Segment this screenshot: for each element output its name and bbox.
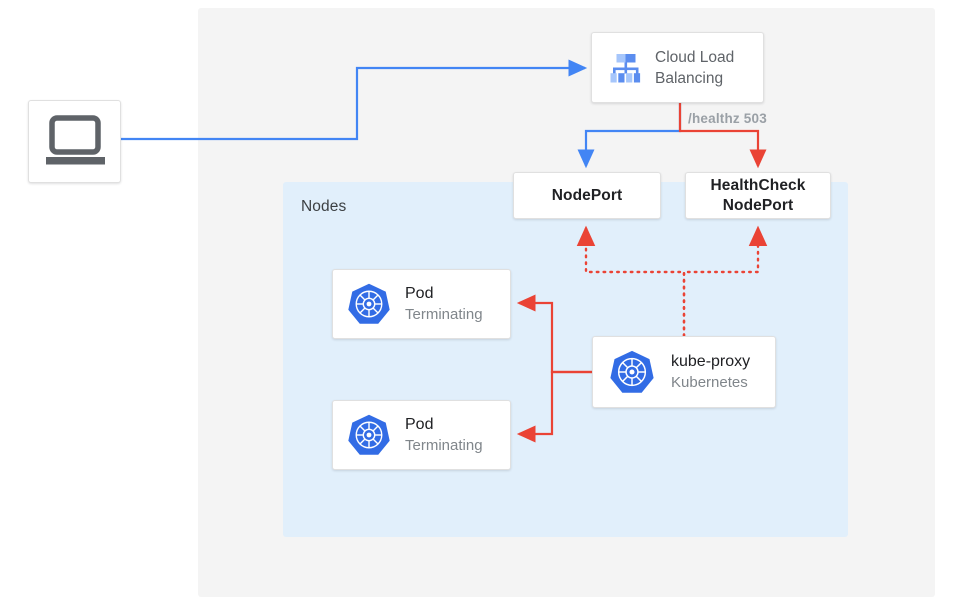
healthcheck-nodeport-node[interactable]: HealthCheck NodePort [685, 172, 831, 219]
healthcheck-nodeport-label: HealthCheck NodePort [711, 176, 806, 216]
healthz-status-label: /healthz 503 [688, 111, 767, 126]
kubernetes-icon [348, 414, 390, 455]
kubernetes-icon [348, 283, 390, 324]
cloud-load-balancing-icon [610, 53, 641, 82]
pod-2-title: Pod [405, 416, 434, 433]
cloud-load-balancing-line-2: Balancing [655, 69, 724, 87]
laptop-icon [46, 115, 105, 165]
kube-proxy-text: kube-proxy Kubernetes [671, 351, 750, 393]
cloud-load-balancing-line-1: Cloud Load [655, 48, 735, 66]
nodes-region-label: Nodes [301, 198, 347, 215]
pod-1-subtitle: Terminating [405, 306, 483, 323]
pod-2-text: Pod Terminating [405, 414, 483, 456]
client-node[interactable] [28, 100, 121, 183]
pod-node-2[interactable]: Pod Terminating [332, 400, 511, 470]
pod-2-subtitle: Terminating [405, 437, 483, 454]
nodeport-node[interactable]: NodePort [513, 172, 661, 219]
kubernetes-icon [610, 350, 654, 393]
kube-proxy-node[interactable]: kube-proxy Kubernetes [592, 336, 776, 408]
pod-1-text: Pod Terminating [405, 283, 483, 325]
pod-node-1[interactable]: Pod Terminating [332, 269, 511, 339]
pod-1-title: Pod [405, 285, 434, 302]
kube-proxy-subtitle: Kubernetes [671, 374, 748, 391]
healthcheck-nodeport-line-1: HealthCheck [710, 176, 806, 194]
nodeport-label: NodePort [551, 186, 623, 204]
kube-proxy-title: kube-proxy [671, 353, 751, 370]
cloud-load-balancing-text: Cloud Load Balancing [655, 47, 734, 89]
cloud-load-balancing-node[interactable]: Cloud Load Balancing [591, 32, 764, 103]
healthcheck-nodeport-line-2: NodePort [722, 196, 794, 214]
